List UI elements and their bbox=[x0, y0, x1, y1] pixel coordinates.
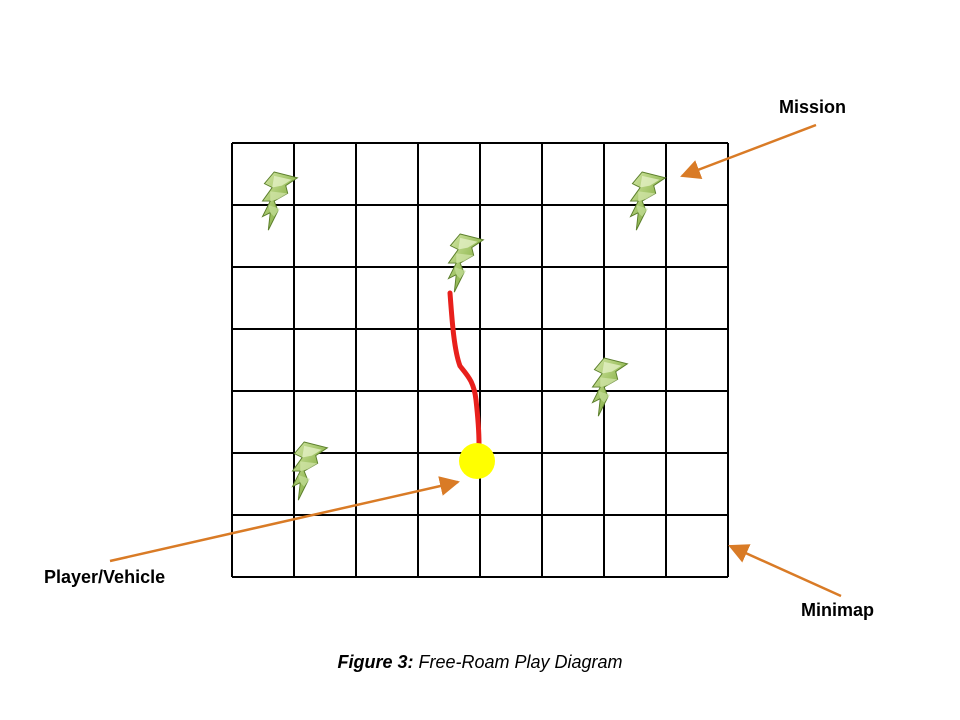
mission-marker-icon bbox=[292, 441, 328, 501]
minimap-arrow bbox=[728, 544, 842, 598]
mission-marker-icon bbox=[262, 171, 298, 231]
mission-marker-icon bbox=[592, 357, 628, 417]
minimap-grid bbox=[231, 142, 729, 578]
player-path bbox=[447, 290, 482, 447]
mission-label: Mission bbox=[779, 97, 847, 117]
mission-marker-icon bbox=[448, 233, 484, 293]
player-marker-icon bbox=[459, 443, 495, 479]
player-arrow bbox=[109, 476, 460, 563]
figure-title: Free-Roam Play Diagram bbox=[413, 652, 623, 672]
player-vehicle-label: Player/Vehicle bbox=[44, 567, 166, 587]
figure-caption: Figure 3: Free-Roam Play Diagram bbox=[0, 652, 960, 673]
minimap-label: Minimap bbox=[801, 600, 875, 620]
figure-number: Figure 3: bbox=[337, 652, 414, 672]
mission-marker-icon bbox=[630, 171, 666, 231]
mission-arrow bbox=[680, 123, 817, 179]
